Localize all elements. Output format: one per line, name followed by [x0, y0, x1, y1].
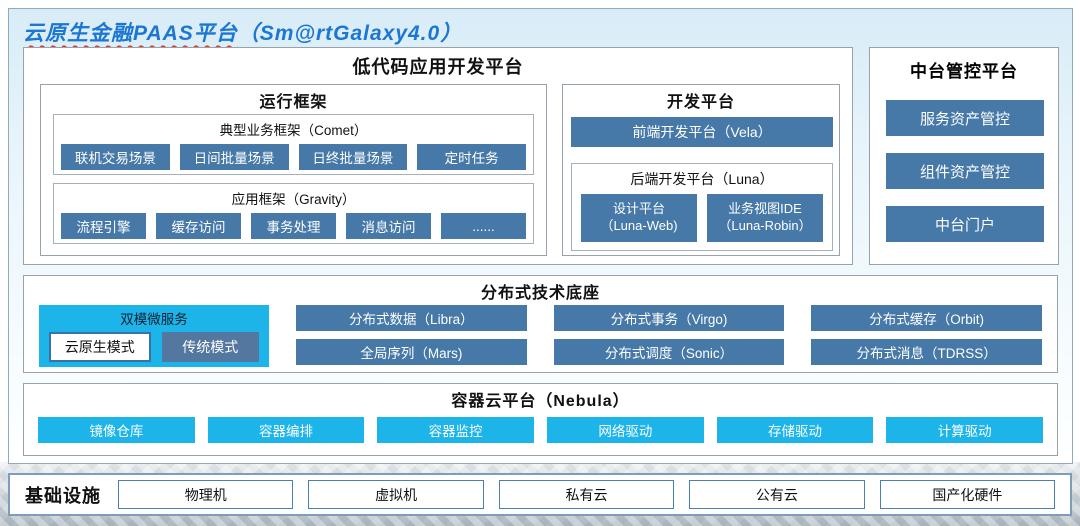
block-network-driver: 网络驱动: [547, 417, 704, 443]
block-business-view-ide-luna-robin: 业务视图IDE （Luna-Robin）: [707, 194, 823, 242]
block-distributed-scheduling-sonic: 分布式调度（Sonic）: [553, 339, 785, 365]
block-distributed-cache-orbit: 分布式缓存（Orbit): [811, 305, 1042, 331]
panel-distributed-base: 分布式技术底座 双模微服务 云原生模式 传统模式 分布式数据（Libra） 分布…: [23, 275, 1058, 373]
block-container-orchestration: 容器编排: [207, 417, 365, 443]
panel-dev-platform: 开发平台 前端开发平台（Vela） 后端开发平台（Luna） 设计平台 （Lun…: [562, 84, 840, 256]
infrastructure-title: 基础设施: [25, 485, 101, 506]
block-scheduled-task: 定时任务: [417, 144, 526, 170]
block-physical-machine: 物理机: [118, 480, 294, 509]
block-design-platform-luna-web: 设计平台 （Luna-Web): [581, 194, 697, 242]
block-message-access: 消息访问: [346, 213, 431, 239]
block-storage-driver: 存储驱动: [716, 417, 874, 443]
dual-mode-label: 双模微服务: [120, 312, 188, 327]
block-ellipsis: ......: [441, 213, 526, 239]
box-dual-mode-microservice: 双模微服务 云原生模式 传统模式: [39, 305, 269, 367]
container-button-row: 镜像仓库 容器编排 容器监控 网络驱动 存储驱动 计算驱动: [38, 417, 1044, 443]
block-distributed-message-tdrss: 分布式消息（TDRSS）: [811, 339, 1042, 365]
backend-luna-label: 后端开发平台（Luna）: [630, 171, 774, 187]
comet-framework-label: 典型业务框架（Comet）: [219, 123, 368, 138]
block-cloud-native-mode: 云原生模式: [49, 332, 151, 362]
block-online-transaction: 联机交易场景: [61, 144, 170, 170]
block-process-engine: 流程引擎: [61, 213, 146, 239]
panel-container-cloud: 容器云平台（Nebula） 镜像仓库 容器编排 容器监控 网络驱动 存储驱动 计…: [23, 383, 1058, 456]
mid-office-title: 中台管控平台: [910, 62, 1018, 81]
panel-runtime-framework: 运行框架 典型业务框架（Comet） 联机交易场景 日间批量场景 日终批量场景 …: [40, 84, 547, 256]
diagram-title: 云原生金融PAAS平台（Sm@rtGalaxy4.0）: [23, 17, 462, 47]
panel-mid-office: 中台管控平台 服务资产管控 组件资产管控 中台门户: [869, 47, 1059, 265]
block-container-monitoring: 容器监控: [377, 417, 535, 443]
diagram-title-suffix: （Sm@rtGalaxy4.0）: [237, 22, 463, 45]
dual-mode-button-row: 云原生模式 传统模式: [39, 328, 269, 362]
distributed-grid: 双模微服务 云原生模式 传统模式 分布式数据（Libra） 分布式事务（Virg…: [39, 305, 1042, 367]
block-distributed-data-libra: 分布式数据（Libra）: [296, 305, 527, 331]
block-frontend-vela: 前端开发平台（Vela）: [571, 117, 833, 147]
distributed-base-title: 分布式技术底座: [480, 285, 600, 302]
diagram-title-main: 云原生金融PAAS平台: [23, 22, 238, 45]
runtime-framework-title: 运行框架: [259, 94, 328, 111]
block-compute-driver: 计算驱动: [886, 417, 1044, 443]
block-private-cloud: 私有云: [498, 480, 675, 509]
block-image-registry: 镜像仓库: [38, 417, 195, 443]
block-service-asset-mgmt: 服务资产管控: [886, 100, 1044, 136]
block-transaction-processing: 事务处理: [251, 213, 336, 239]
container-cloud-title: 容器云平台（Nebula）: [451, 393, 630, 410]
luna-robin-line2: （Luna-Robin）: [718, 218, 812, 233]
gravity-framework-label: 应用框架（Gravity）: [231, 192, 356, 207]
block-domestic-hardware: 国产化硬件: [879, 480, 1056, 509]
luna-button-row: 设计平台 （Luna-Web) 业务视图IDE （Luna-Robin）: [581, 194, 823, 242]
gravity-button-row: 流程引擎 缓存访问 事务处理 消息访问 ......: [61, 213, 526, 239]
box-comet-framework: 典型业务框架（Comet） 联机交易场景 日间批量场景 日终批量场景 定时任务: [53, 114, 534, 175]
block-distributed-transaction-virgo: 分布式事务（Virgo): [553, 305, 785, 331]
luna-robin-line1: 业务视图IDE: [728, 201, 802, 217]
panel-low-code-platform: 低代码应用开发平台 运行框架 典型业务框架（Comet） 联机交易场景 日间批量…: [23, 47, 853, 265]
block-public-cloud: 公有云: [689, 480, 865, 509]
block-eod-batch: 日终批量场景: [298, 144, 408, 170]
luna-web-line1: 设计平台: [612, 201, 665, 217]
box-gravity-framework: 应用框架（Gravity） 流程引擎 缓存访问 事务处理 消息访问 ......: [53, 183, 534, 244]
block-component-asset-mgmt: 组件资产管控: [886, 153, 1044, 189]
diagram-outer-frame: 云原生金融PAAS平台（Sm@rtGalaxy4.0） 低代码应用开发平台 运行…: [8, 8, 1073, 464]
dev-platform-title: 开发平台: [666, 94, 735, 111]
block-legacy-mode: 传统模式: [161, 332, 259, 362]
block-global-sequence-mars: 全局序列（Mars): [296, 339, 527, 365]
luna-web-line2: （Luna-Web): [600, 218, 678, 233]
comet-button-row: 联机交易场景 日间批量场景 日终批量场景 定时任务: [61, 144, 526, 170]
low-code-platform-title: 低代码应用开发平台: [352, 57, 524, 77]
block-cache-access: 缓存访问: [156, 213, 241, 239]
block-mid-office-portal: 中台门户: [886, 206, 1044, 242]
block-virtual-machine: 虚拟机: [308, 480, 484, 509]
box-backend-luna: 后端开发平台（Luna） 设计平台 （Luna-Web) 业务视图IDE （Lu…: [571, 163, 833, 251]
block-daytime-batch: 日间批量场景: [179, 144, 289, 170]
panel-infrastructure: 基础设施 物理机 虚拟机 私有云 公有云 国产化硬件: [8, 473, 1072, 516]
